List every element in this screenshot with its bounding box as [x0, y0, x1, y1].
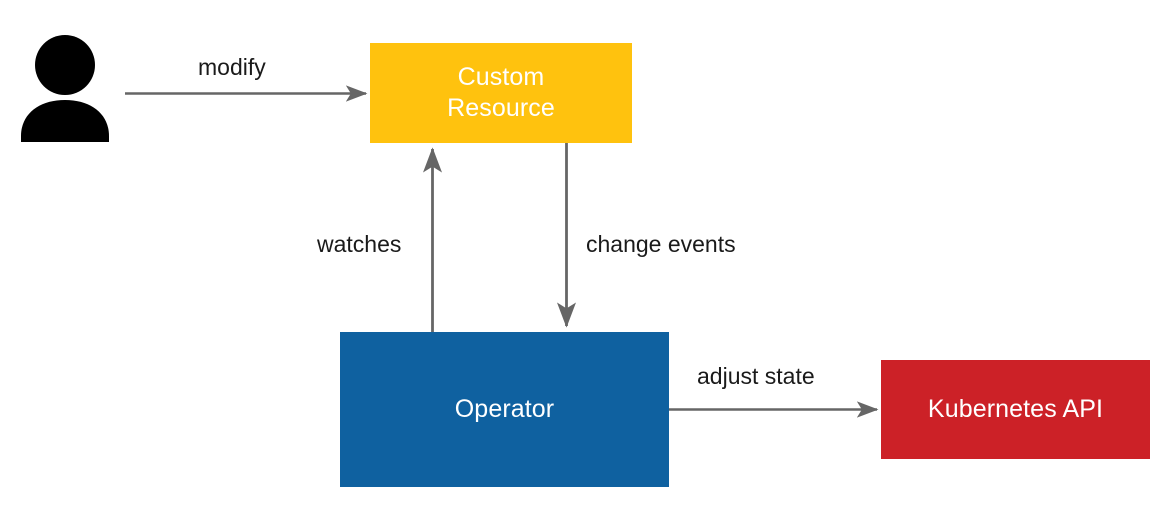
node-operator[interactable]: Operator [340, 332, 669, 487]
node-kubernetes-api[interactable]: Kubernetes API [881, 360, 1150, 459]
edge-label-change-events: change events [586, 231, 736, 257]
node-custom-resource[interactable]: Custom Resource [370, 43, 632, 143]
node-operator-label: Operator [454, 395, 555, 423]
edge-label-modify: modify [198, 54, 266, 80]
edge-label-adjust-state: adjust state [697, 363, 815, 389]
node-custom-resource-label: Custom Resource [447, 63, 555, 122]
node-kubernetes-api-label: Kubernetes API [927, 395, 1104, 423]
user-icon [21, 35, 109, 142]
edge-label-watches: watches [317, 231, 402, 257]
